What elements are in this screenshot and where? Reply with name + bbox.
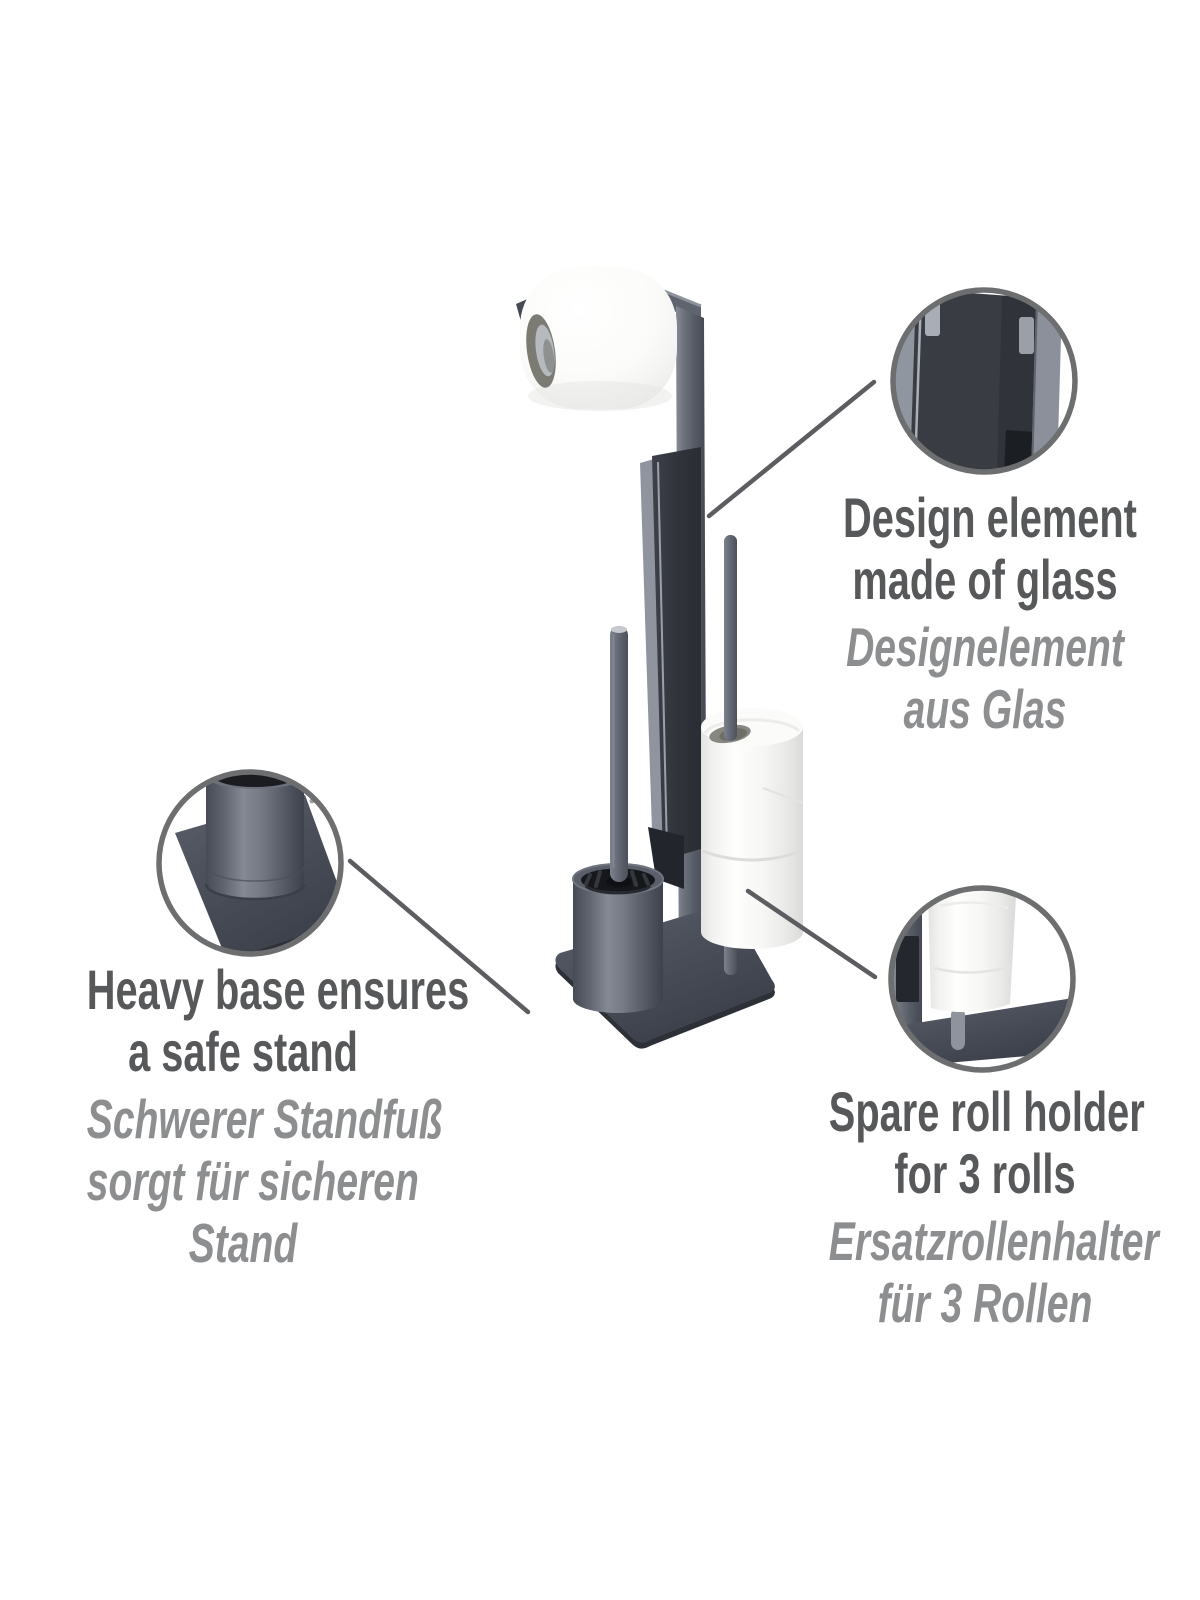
callout-text-spare: Spare roll holder for 3 rolls Ersatzroll… <box>828 1080 1159 1335</box>
callout-text-base: Heavy base ensures a safe stand Schwerer… <box>86 958 470 1275</box>
top-toilet-roll <box>520 267 677 411</box>
glass-panel <box>640 447 701 889</box>
base-caption-en-line-2: a safe stand <box>128 1020 358 1083</box>
spare-caption-de: Ersatzrollenhalter für 3 Rollen <box>828 1210 1159 1334</box>
brush-bristles <box>584 870 650 888</box>
base-caption-de-line-1: Schwerer Standfuß <box>86 1088 443 1150</box>
toilet-brush-handle <box>610 626 628 882</box>
glass-caption-de: Designelement aus Glas <box>843 616 1127 740</box>
callout-lines <box>347 379 878 1015</box>
callout-text-glass: Design element made of glass Designeleme… <box>843 486 1137 741</box>
glass-caption-en-line-1: Design element <box>843 486 1137 549</box>
glass-caption-en: Design element made of glass <box>843 486 1137 611</box>
callout-line-glass <box>706 379 877 519</box>
glass-caption-de-line-2: aus Glas <box>903 678 1067 740</box>
brush-holder <box>572 863 664 1013</box>
spare-caption-en-line-1: Spare roll holder <box>828 1080 1145 1143</box>
base-caption-de-line-2: sorgt für sicheren <box>86 1150 419 1212</box>
callout-circle-glass <box>890 287 1078 475</box>
spare-caption-de-line-1: Ersatzrollenhalter <box>828 1210 1159 1272</box>
base-caption-en: Heavy base ensures a safe stand <box>86 958 470 1083</box>
glass-detail-zoom <box>893 290 1062 472</box>
spare-roll-rod-front <box>724 535 737 741</box>
base-caption-en-line-1: Heavy base ensures <box>86 958 470 1021</box>
callout-circle-spare <box>888 885 1076 1073</box>
base-caption-de: Schwerer Standfuß sorgt für sicheren Sta… <box>86 1088 443 1274</box>
callout-line-base <box>347 858 531 1015</box>
spare-detail-zoom <box>893 888 1073 1066</box>
glass-caption-en-line-2: made of glass <box>852 548 1118 611</box>
glass-clip-right <box>1019 317 1034 354</box>
glass-caption-de-line-1: Designelement <box>846 616 1124 678</box>
callout-line-spare <box>745 888 878 980</box>
spare-caption-en-line-2: for 3 rolls <box>894 1142 1076 1205</box>
base-detail-zoom <box>175 772 341 954</box>
spare-caption-de-line-2: für 3 Rollen <box>877 1272 1093 1334</box>
roll-seam <box>701 849 803 862</box>
base-caption-de-line-3: Stand <box>188 1212 298 1274</box>
callout-circle-base <box>156 769 344 957</box>
roll-core-hole <box>526 314 556 388</box>
spare-caption-en: Spare roll holder for 3 rolls <box>828 1080 1145 1205</box>
spare-rolls <box>701 708 804 949</box>
